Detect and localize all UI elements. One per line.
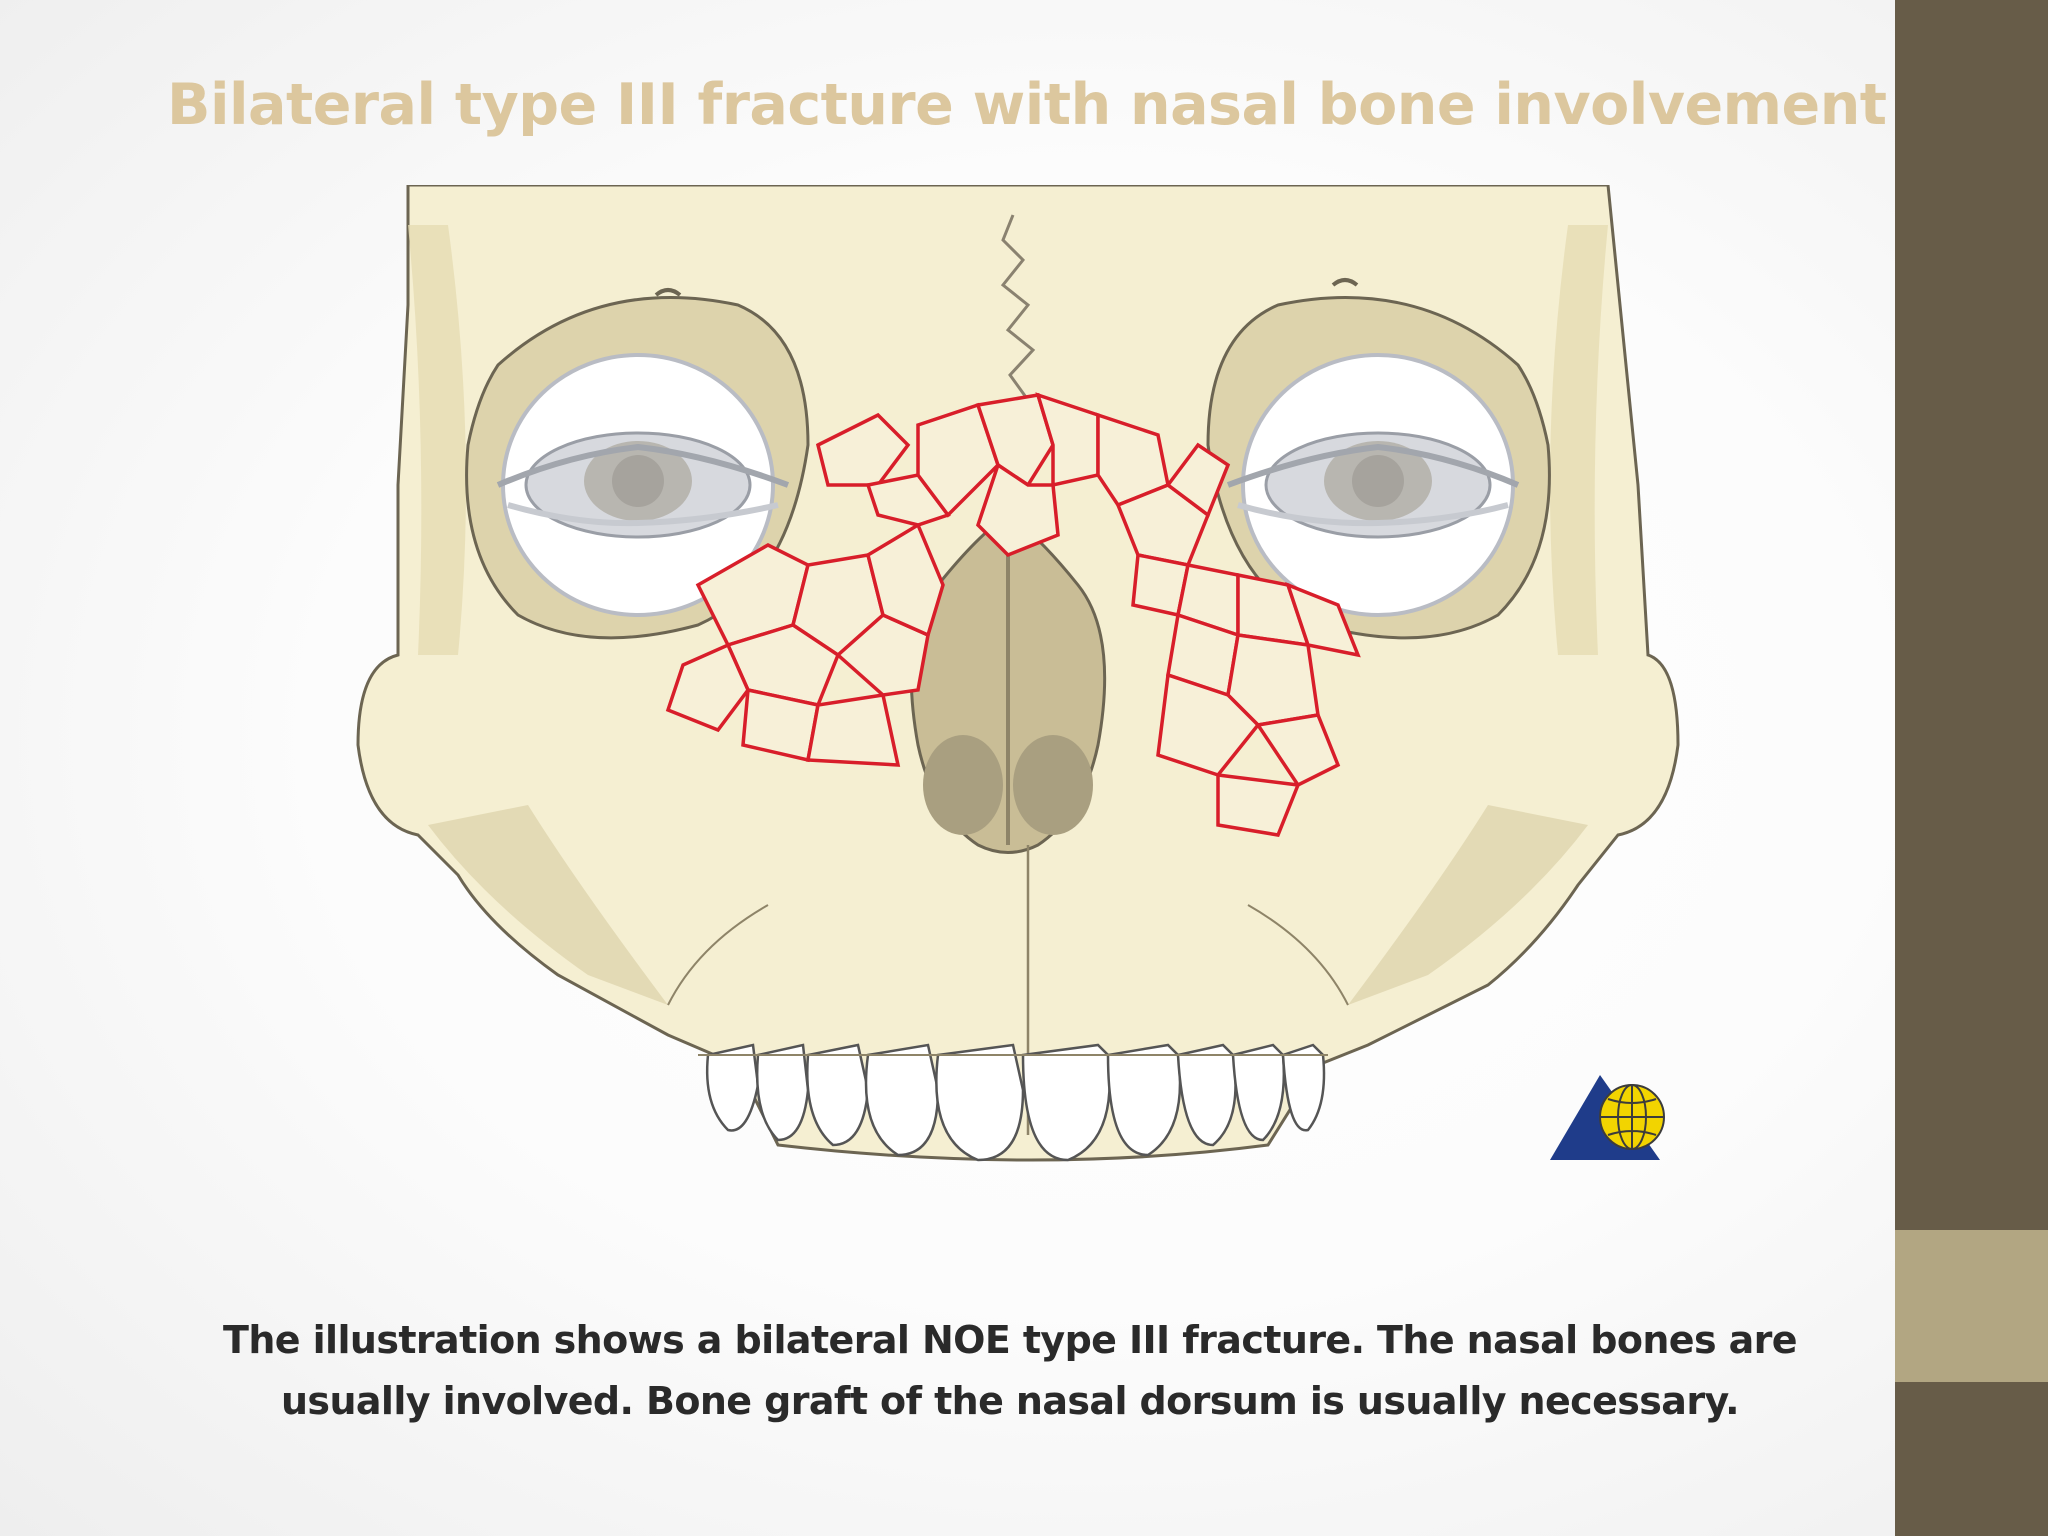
skull-illustration (338, 185, 1698, 1185)
side-decor-accent (1895, 1230, 2048, 1382)
upper-teeth (705, 1043, 1326, 1162)
slide-caption: The illustration shows a bilateral NOE t… (223, 1318, 1798, 1423)
globe-triangle-logo (1550, 1075, 1670, 1165)
slide-title: Bilateral type III fracture with nasal b… (167, 72, 1887, 138)
fracture-lines (665, 392, 1361, 837)
